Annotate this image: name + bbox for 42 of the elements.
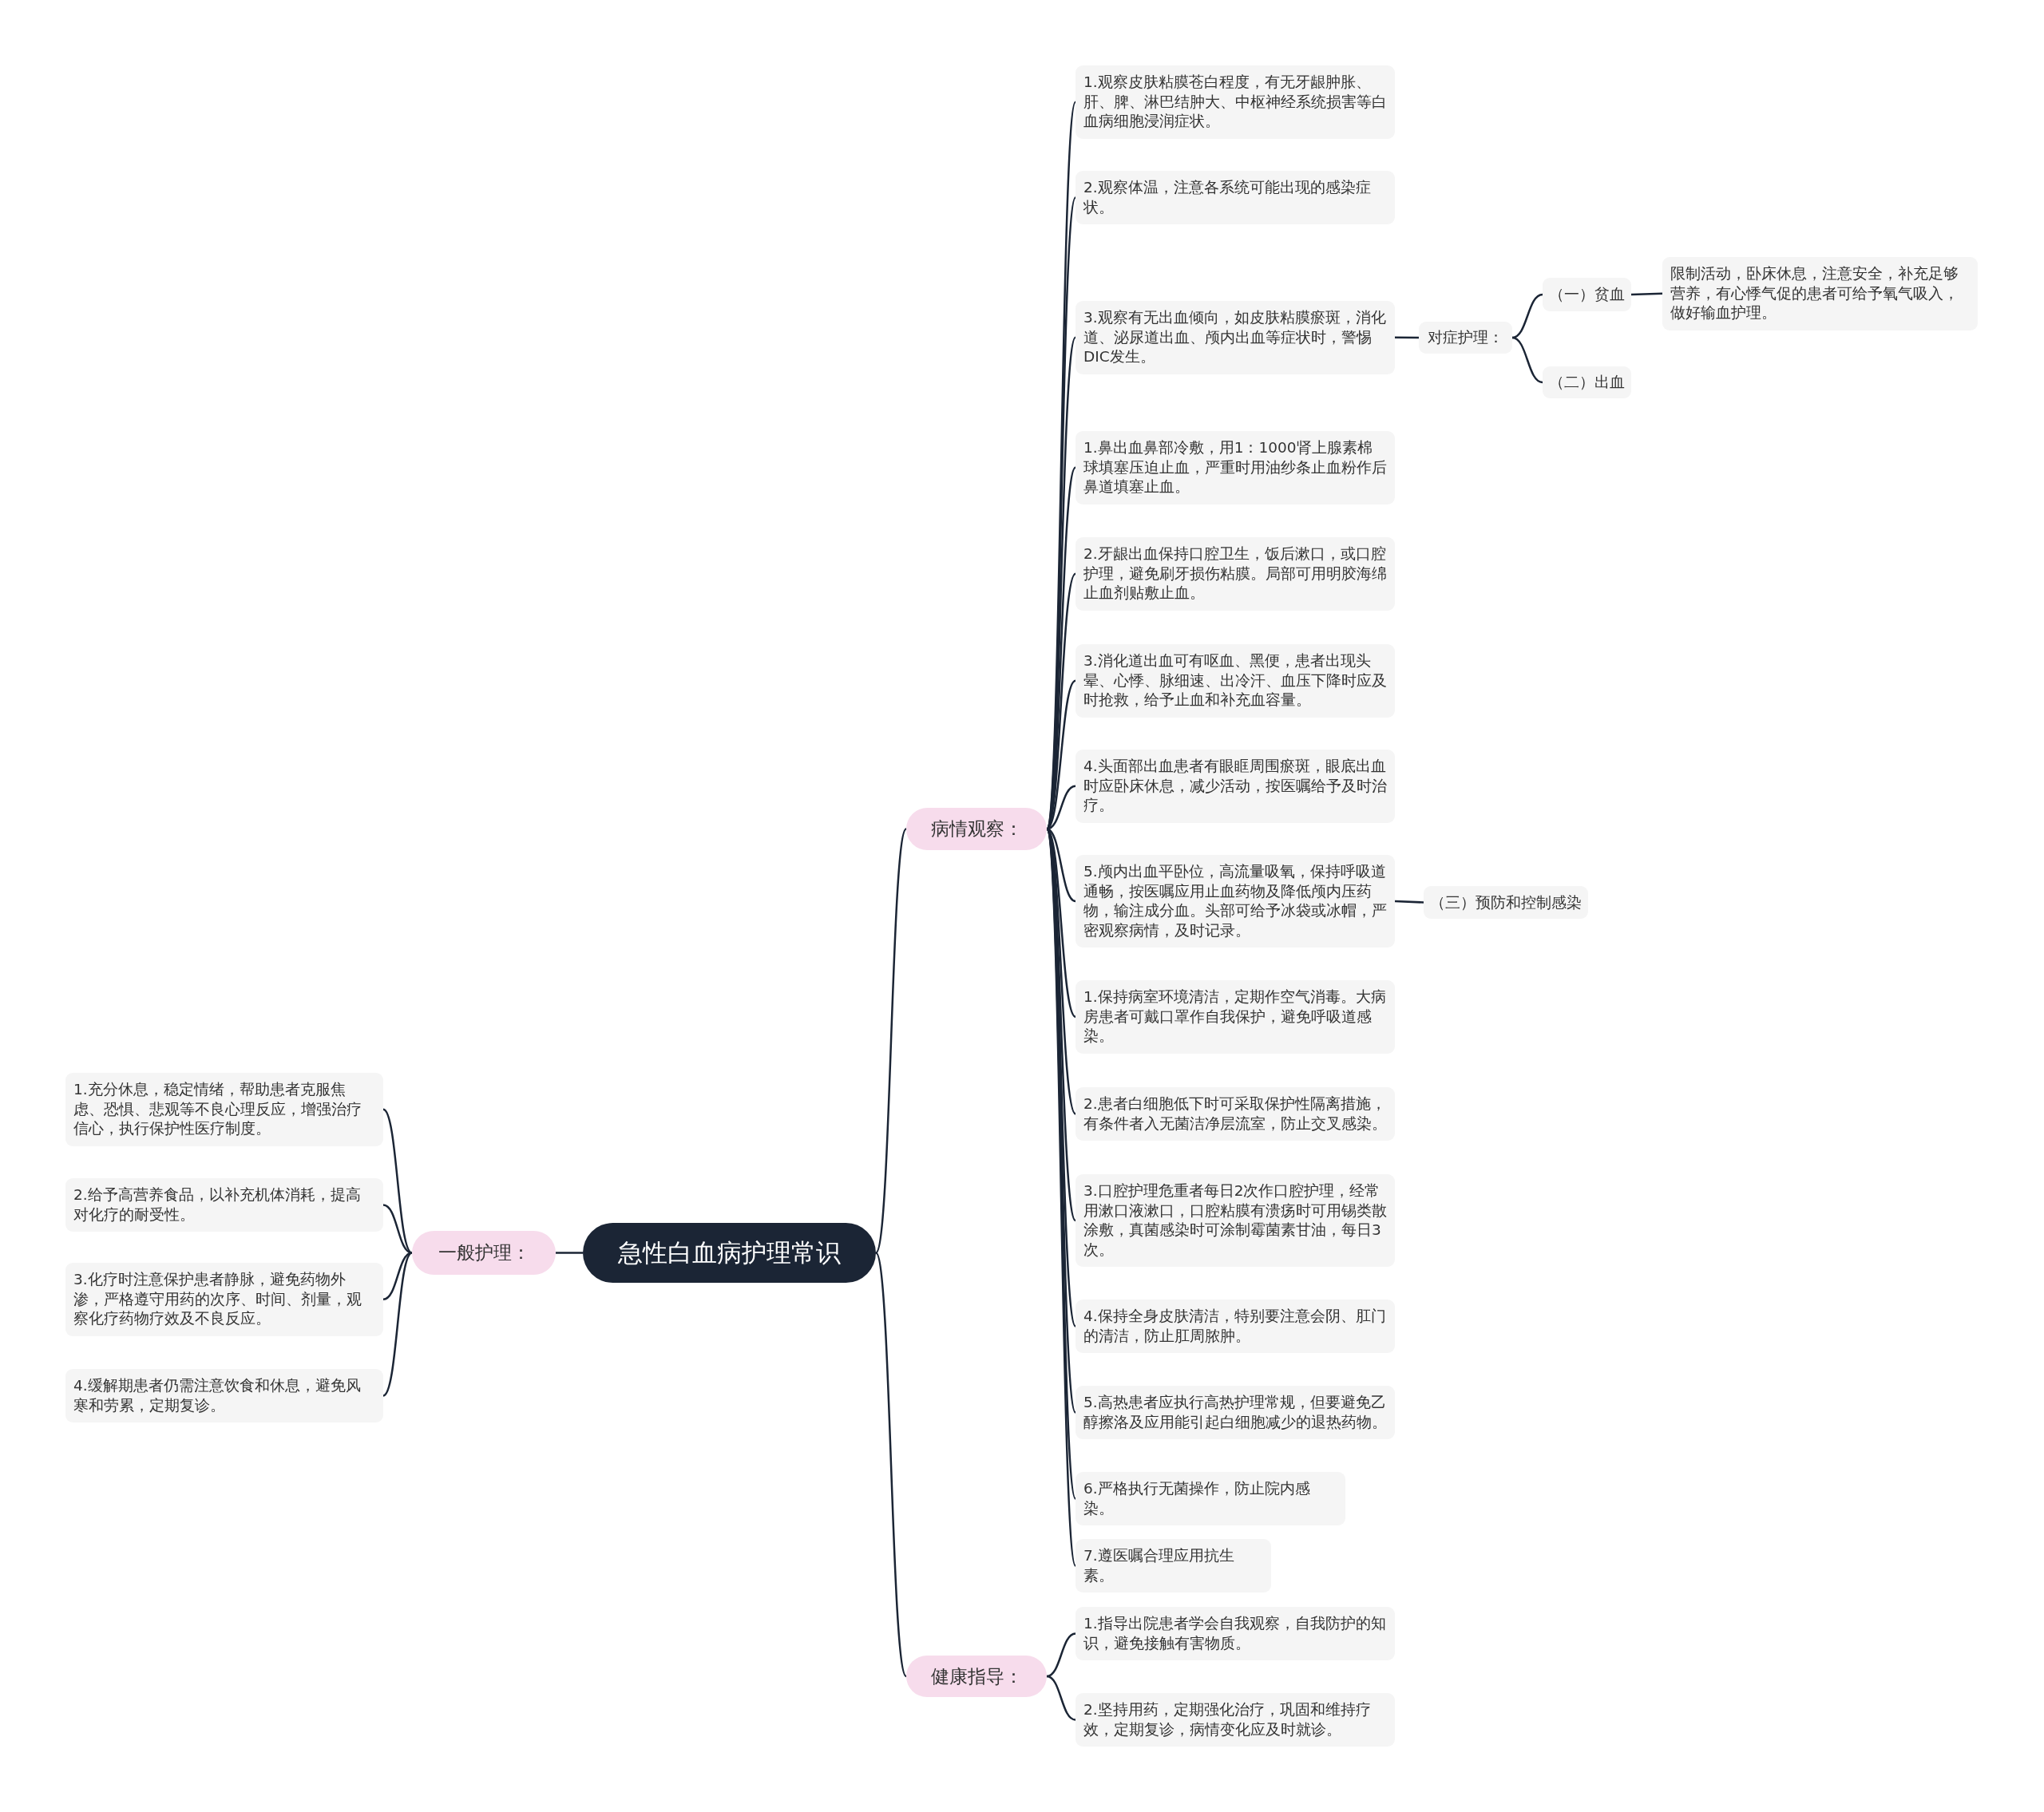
note-card: 5.高热患者应执行高热护理常规，但要避免乙醇擦洛及应用能引起白细胞减少的退热药物。 [1075,1386,1395,1439]
note-card: 4.保持全身皮肤清洁，特别要注意会阴、肛门的清洁，防止肛周脓肿。 [1075,1300,1395,1353]
note-card: 2.给予高营养食品，以补充机体消耗，提高对化疗的耐受性。 [65,1178,383,1232]
subtopic-card: 对症护理： [1419,322,1512,354]
subtopic-card: （三）预防和控制感染 [1424,886,1588,919]
connector-line [874,829,908,1253]
branch-topic: 一般护理： [412,1231,556,1275]
note-card: 1.观察皮肤粘膜苍白程度，有无牙龈肿胀、肝、脾、淋巴结肿大、中枢神经系统损害等白血病细胞浸润症状。 [1075,65,1395,139]
note-card: 1.鼻出血鼻部冷敷，用1：1000肾上腺素棉球填塞压迫止血，严重时用油纱条止血粉作后鼻道填塞止血。 [1075,431,1395,504]
subtopic-card: （二）出血 [1543,366,1631,398]
connector-line [1511,336,1543,384]
connector-line [556,1252,583,1254]
note-card: 3.化疗时注意保护患者静脉，避免药物外渗，严格遵守用药的次序、时间、剂量，观察化疗药物疗效及不良反应。 [65,1263,383,1336]
note-card: 1.充分休息，稳定情绪，帮助患者克服焦虑、恐惧、悲观等不良心理反应，增强治疗信心，执行保护性医疗制度。 [65,1073,383,1146]
note-card: 4.头面部出血患者有眼眶周围瘀斑，眼底出血时应卧床休息，减少活动，按医嘱给予及时治疗。 [1075,750,1395,823]
note-card: 3.口腔护理危重者每日2次作口腔护理，经常用漱口液漱口，口腔粘膜有溃疡时可用锡类散涂敷，真菌感染时可涂制霉菌素甘油，每日3次。 [1075,1174,1395,1267]
note-card: 3.消化道出血可有呕血、黑便，患者出现头晕、心悸、脉细速、出冷汗、血压下降时应及时抢救，给予止血和补充血容量。 [1075,644,1395,718]
note-card: 4.缓解期患者仍需注意饮食和休息，避免风寒和劳累，定期复诊。 [65,1369,383,1422]
note-card: 2.坚持用药，定期强化治疗，巩固和维持疗效，定期复诊，病情变化应及时就诊。 [1075,1693,1395,1747]
note-card: 5.颅内出血平卧位，高流量吸氧，保持呼吸道通畅，按医嘱应用止血药物及降低颅内压药物，输注成分血。头部可给予冰袋或冰帽，严密观察病情，及时记录。 [1075,855,1395,948]
note-card: 7.遵医嘱合理应用抗生素。 [1075,1539,1271,1592]
connector-line [874,1252,908,1677]
branch-topic: 健康指导： [906,1656,1047,1697]
central-topic: 急性白血病护理常识 [583,1223,876,1283]
branch-topic: 病情观察： [906,808,1047,850]
note-card: 限制活动，卧床休息，注意安全，补充足够营养，有心悸气促的患者可给予氧气吸入，做好输血护理。 [1662,257,1978,330]
connector-line [1395,336,1419,339]
note-card: 2.患者白细胞低下时可采取保护性隔离措施，有条件者入无菌洁净层流室，防止交叉感染。 [1075,1087,1395,1141]
note-card: 2.观察体温，注意各系统可能出现的感染症状。 [1075,171,1395,224]
note-card: 2.牙龈出血保持口腔卫生，饭后漱口，或口腔护理，避免刷牙损伤粘膜。局部可用明胶海绵止血剂贴敷止血。 [1075,537,1395,611]
connector-line [1394,900,1424,904]
connector-line [1046,1675,1076,1721]
connector-line [1630,292,1663,296]
connector-line [1046,1632,1076,1678]
note-card: 1.保持病室环境清洁，定期作空气消毒。大病房患者可戴口罩作自我保护，避免呼吸道感染。 [1075,980,1395,1054]
note-card: 3.观察有无出血倾向，如皮肤粘膜瘀斑，消化道、泌尿道出血、颅内出血等症状时，警惕DIC发生。 [1075,301,1395,374]
note-card: 6.严格执行无菌操作，防止院内感染。 [1075,1472,1345,1525]
note-card: 1.指导出院患者学会自我观察，自我防护的知识，避免接触有害物质。 [1075,1607,1395,1660]
connector-line [382,1108,413,1254]
connector-line [382,1252,413,1397]
subtopic-card: （一）贫血 [1543,278,1631,311]
connector-line [1511,293,1543,339]
